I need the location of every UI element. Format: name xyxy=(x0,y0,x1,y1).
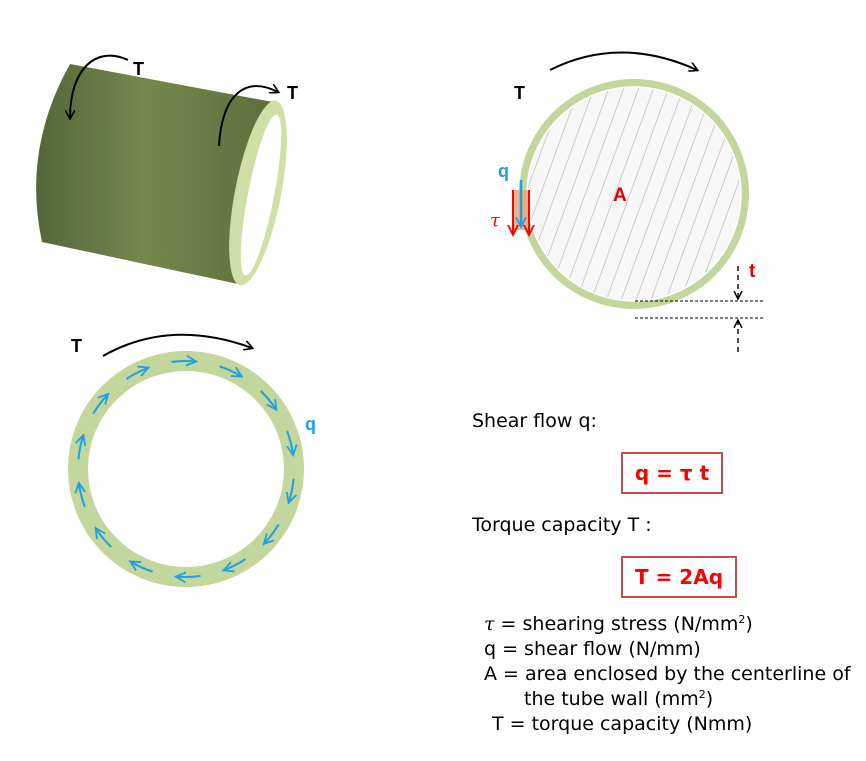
ring-shear-flow-label: q xyxy=(305,414,316,434)
shear-flow-heading: Shear flow q: xyxy=(472,410,597,432)
shear-flow-ring-arrow xyxy=(289,478,294,502)
ring-arrows xyxy=(78,361,293,577)
definitions-list: τ = shearing stress (N/mm2) q = shear fl… xyxy=(484,612,851,737)
shear-flow-ring-arrow xyxy=(264,523,280,543)
torque-heading: Torque capacity T : xyxy=(472,514,652,536)
shear-flow-ring-arrow xyxy=(96,529,112,548)
def-A-line1: A = area enclosed by the centerline of xyxy=(484,663,851,685)
thickness-label: t xyxy=(749,261,756,282)
shear-flow-ring-arrow xyxy=(125,368,148,380)
shear-flow-ring-arrow xyxy=(171,361,196,362)
def-A-line2: the tube wall (mm2) xyxy=(524,688,714,710)
shear-flow-ring-arrow xyxy=(287,430,293,454)
cross-section-area: T A q τ t xyxy=(490,51,765,352)
def-tau: τ = shearing stress (N/mm2) xyxy=(484,613,753,635)
shear-flow-ring-arrow xyxy=(79,484,85,508)
tube-body xyxy=(36,64,278,284)
torque-arrow-ring xyxy=(102,333,252,357)
shear-flow-ring-arrow xyxy=(177,576,201,577)
torque-arrow-section xyxy=(549,51,697,71)
tube-end-opening xyxy=(240,114,282,276)
shear-flow-ring-arrow xyxy=(219,365,241,376)
torque-arrow-right-end xyxy=(218,86,278,147)
ring-wall xyxy=(68,351,304,587)
torque-label-3: T xyxy=(514,83,525,103)
formula-torque: T = 2Aq xyxy=(621,556,737,598)
shear-stress-label: τ xyxy=(490,210,501,231)
formula-shear-flow: q = τ t xyxy=(621,452,723,494)
def-T: T = torque capacity (Nmm) xyxy=(492,713,753,735)
shear-flow-ring-arrow xyxy=(131,562,153,573)
shear-flow-ring-arrow xyxy=(260,390,276,409)
torque-arrow-left-end xyxy=(70,54,129,118)
torque-label-4: T xyxy=(71,336,82,356)
shear-flow-label: q xyxy=(498,161,509,181)
def-q: q = shear flow (N/mm) xyxy=(484,638,701,660)
area-label: A xyxy=(613,185,627,206)
enclosed-area-hatch xyxy=(526,86,742,302)
shear-flow-ring: T q xyxy=(68,333,316,587)
torque-label-2: T xyxy=(287,83,298,103)
torque-label-1: T xyxy=(133,59,144,79)
shear-flow-ring-arrow xyxy=(224,558,247,570)
shear-flow-ring-arrow xyxy=(92,395,107,415)
shear-flow-ring-arrow xyxy=(78,436,83,460)
tube-3d: T T xyxy=(36,54,298,286)
